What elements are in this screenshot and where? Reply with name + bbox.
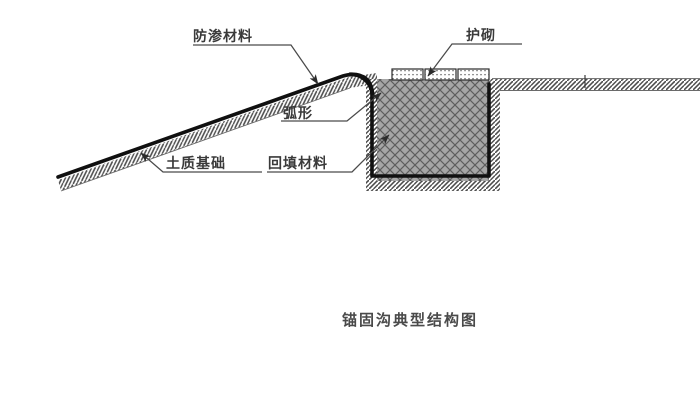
label-arc-shape: 弧形 bbox=[283, 106, 313, 122]
label-revetment: 护砌 bbox=[466, 28, 496, 44]
figure-caption: 锚固沟典型结构图 bbox=[342, 311, 479, 329]
label-soil-foundation: 土质基础 bbox=[166, 156, 226, 172]
leader-backfill bbox=[267, 134, 390, 173]
trench-backfill-fill bbox=[377, 79, 489, 181]
revetment-block bbox=[391, 68, 424, 81]
revetment-block bbox=[424, 68, 457, 81]
revetment-block bbox=[457, 68, 490, 81]
leader-arc bbox=[281, 92, 382, 122]
soil-foundation-right bbox=[490, 78, 700, 91]
leader-soil-base bbox=[140, 152, 262, 173]
revetment-blocks bbox=[391, 68, 490, 81]
leader-revetment bbox=[427, 43, 522, 77]
label-backfill-material: 回填材料 bbox=[268, 156, 328, 172]
soil-foundation-slope bbox=[58, 73, 377, 192]
liner-arc-corner bbox=[348, 72, 375, 98]
leader-anti-seepage bbox=[193, 44, 319, 85]
label-anti-seepage-material: 防渗材料 bbox=[193, 29, 253, 45]
